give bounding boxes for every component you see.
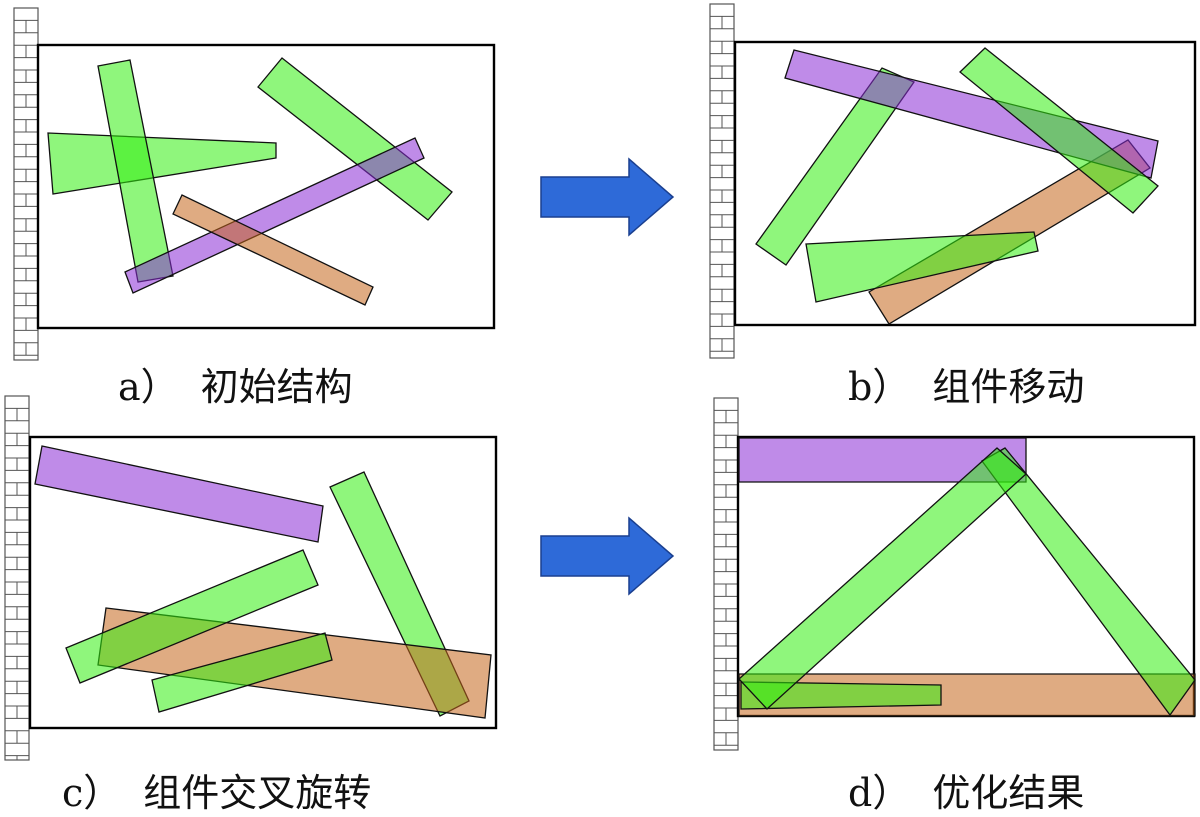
member-b-green-right (959, 47, 1159, 214)
member-a-orange (172, 194, 374, 306)
member-a-green-vertical (97, 59, 174, 283)
frame-c (28, 435, 498, 730)
wall-a (13, 7, 39, 361)
member-a-green-diagonal (257, 57, 453, 221)
caption-d: d）优化结果 (848, 771, 1085, 815)
frame-b (733, 40, 1197, 327)
member-d-green-left (738, 447, 1027, 710)
caption-a: a）初始结构 (118, 365, 353, 409)
member-a-purple (124, 137, 425, 294)
member-a-green-tapered (47, 132, 277, 195)
member-d-green-tapered (740, 681, 942, 710)
wall-c (4, 395, 30, 761)
member-b-green-tapered (805, 231, 1039, 303)
arrow-top (540, 157, 675, 237)
wall-b (709, 3, 735, 359)
member-c-green-upper (65, 549, 319, 684)
arrow-bottom (540, 516, 675, 596)
member-c-green-lower (151, 632, 333, 713)
frame-a (36, 43, 496, 330)
wall-d (713, 397, 739, 751)
caption-c: c）组件交叉旋转 (62, 771, 372, 815)
caption-b: b）组件移动 (848, 365, 1085, 409)
member-c-purple (34, 445, 324, 543)
